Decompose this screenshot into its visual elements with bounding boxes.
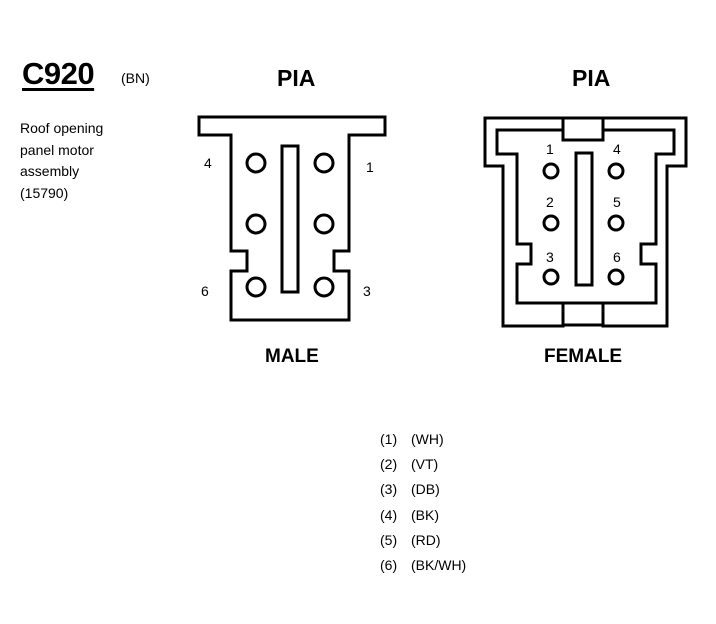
female-top-latch xyxy=(561,116,605,142)
description-line: assembly xyxy=(20,163,80,179)
male-pin-4 xyxy=(245,152,267,174)
male-view-header: PIA xyxy=(277,65,316,91)
legend-row: (3) (DB) xyxy=(380,477,466,502)
female-pin-2 xyxy=(542,214,560,232)
female-pin-label-6: 6 xyxy=(613,249,621,265)
female-pin-label-2: 2 xyxy=(546,194,554,210)
wire-color-legend: (1)(WH) (2)(VT) (3)(DB) (4)(BK) (5)(RD) … xyxy=(380,427,466,578)
male-pin-label-1: 1 xyxy=(366,159,374,175)
male-pin-1 xyxy=(313,152,335,174)
legend-row: (4) (BK) xyxy=(380,503,466,528)
male-pin-6 xyxy=(245,276,267,298)
connector-description: Roof opening panel motor assembly (15790… xyxy=(20,118,103,204)
description-line: Roof opening xyxy=(20,120,104,136)
male-pin-label-6: 6 xyxy=(201,283,209,299)
legend-row: (1) (WH) xyxy=(380,427,466,452)
female-pin-label-1: 1 xyxy=(546,141,554,157)
female-label: FEMALE xyxy=(544,346,623,367)
male-center-slot xyxy=(280,144,300,294)
female-pin-6 xyxy=(607,268,625,286)
female-pin-3 xyxy=(542,268,560,286)
connector-color-code: (BN) xyxy=(121,70,150,86)
legend-wire-color: (DB) xyxy=(411,481,440,498)
female-pin-4 xyxy=(607,162,625,180)
male-connector-outline xyxy=(197,115,387,322)
legend-row: (5) (RD) xyxy=(380,528,466,553)
male-pin-label-3: 3 xyxy=(363,283,371,299)
legend-pin-number: (5) xyxy=(380,531,398,548)
male-pin-2 xyxy=(313,213,335,235)
legend-wire-color: (BK) xyxy=(411,506,439,523)
legend-wire-color: (VT) xyxy=(411,456,439,473)
legend-pin-number: (3) xyxy=(380,481,398,498)
female-pin-1 xyxy=(542,162,560,180)
legend-pin-number: (2) xyxy=(380,456,398,473)
female-pin-5 xyxy=(607,214,625,232)
female-bottom-latch xyxy=(561,301,605,327)
legend-row: (2) (VT) xyxy=(380,452,466,477)
legend-pin-number: (4) xyxy=(380,506,398,523)
description-line: (15790) xyxy=(20,184,69,201)
male-pin-3 xyxy=(313,276,335,298)
male-pin-label-4: 4 xyxy=(204,155,212,171)
legend-wire-color: (RD) xyxy=(411,531,441,548)
legend-wire-color: (WH) xyxy=(411,431,444,447)
male-pin-5 xyxy=(245,213,267,235)
description-line: panel motor xyxy=(20,141,94,158)
female-pin-label-4: 4 xyxy=(613,141,621,157)
male-label: MALE xyxy=(265,346,319,367)
legend-row: (6) (BK/WH) xyxy=(380,553,466,578)
legend-wire-color: (BK/WH) xyxy=(411,556,467,573)
female-pin-label-3: 3 xyxy=(546,249,554,265)
legend-pin-number: (1) xyxy=(380,431,398,447)
female-connector-inner-cavity xyxy=(495,128,676,308)
connector-id: C920 xyxy=(22,56,95,91)
female-connector xyxy=(483,116,688,328)
female-view-header: PIA xyxy=(572,65,611,91)
female-pin-label-5: 5 xyxy=(613,194,621,210)
male-connector xyxy=(197,115,387,322)
female-center-slot xyxy=(574,151,594,287)
legend-pin-number: (6) xyxy=(380,556,398,573)
